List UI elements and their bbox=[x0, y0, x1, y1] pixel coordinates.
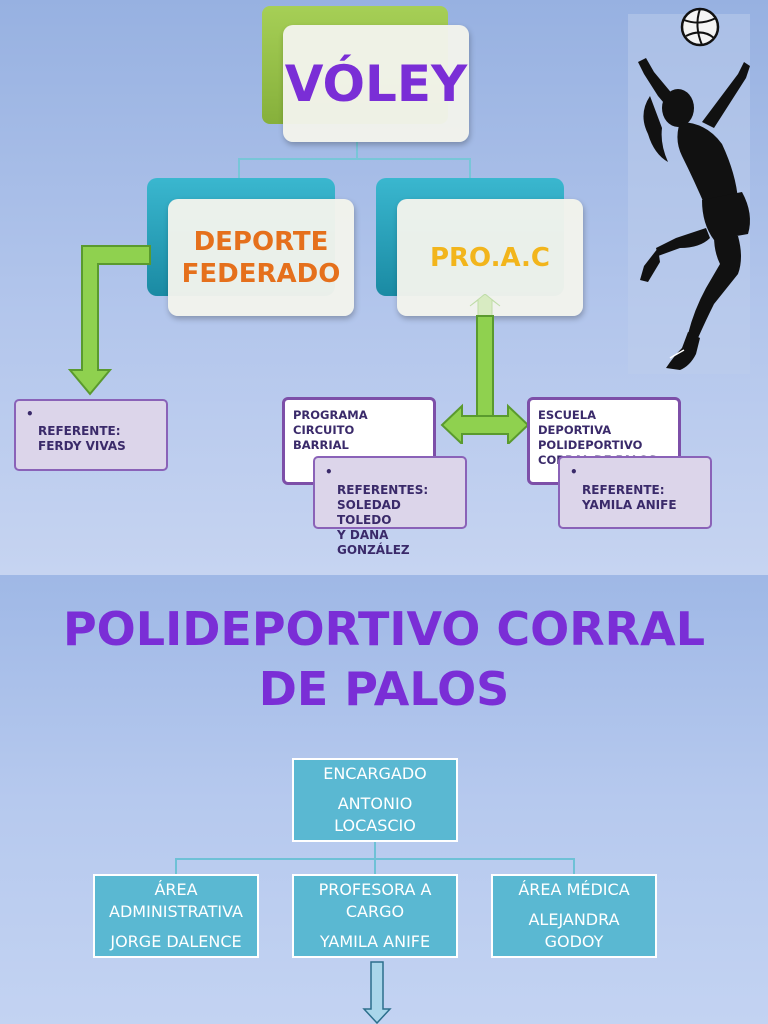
box-area-administrativa: ÁREA ADMINISTRATIVA JORGE DALENCE bbox=[93, 874, 259, 958]
connector-line bbox=[469, 158, 471, 180]
box-encargado: ENCARGADO ANTONIO LOCASCIO bbox=[292, 758, 458, 842]
connector-line bbox=[356, 140, 358, 160]
box-profesora-a-cargo: PROFESORA A CARGO YAMILA ANIFE bbox=[292, 874, 458, 958]
box-person: ALEJANDRA GODOY bbox=[528, 910, 620, 951]
connector-line bbox=[374, 841, 376, 859]
referent-box-left: • REFERENTE: FERDY VIVAS bbox=[14, 399, 168, 471]
referent-box-escuela: • REFERENTE: YAMILA ANIFE bbox=[558, 456, 712, 529]
bent-arrow-icon bbox=[67, 245, 151, 396]
connector-line bbox=[175, 858, 177, 875]
bullet-icon: • bbox=[325, 465, 333, 479]
referent-text: REFERENTE: YAMILA ANIFE bbox=[582, 483, 677, 512]
bullet-icon: • bbox=[26, 407, 34, 421]
branch-deporte-federado: DEPORTE FEDERADO bbox=[168, 199, 354, 316]
connector-line bbox=[573, 858, 575, 875]
connector-line bbox=[238, 158, 240, 180]
box-role: ÁREA ADMINISTRATIVA bbox=[109, 880, 243, 921]
bullet-icon: • bbox=[570, 465, 578, 479]
box-role: PROFESORA A CARGO bbox=[318, 880, 432, 921]
page-title: POLIDEPORTIVO CORRAL DE PALOS bbox=[62, 602, 706, 716]
referents-text: REFERENTES: SOLEDAD TOLEDO Y DANA GONZÁL… bbox=[337, 483, 429, 557]
box-role: ENCARGADO bbox=[323, 764, 427, 783]
branch-proac: PRO.A.C bbox=[397, 199, 583, 316]
slide-polideportivo: POLIDEPORTIVO CORRAL DE PALOS ENCARGADO … bbox=[0, 575, 768, 1024]
connector-line bbox=[374, 858, 376, 875]
referent-text: REFERENTE: FERDY VIVAS bbox=[38, 424, 126, 453]
connector-line bbox=[238, 158, 470, 160]
box-person: ANTONIO LOCASCIO bbox=[334, 794, 416, 835]
title-voley: VÓLEY bbox=[283, 25, 469, 142]
split-arrow-icon bbox=[440, 294, 530, 444]
box-person: YAMILA ANIFE bbox=[319, 932, 431, 951]
box-person: JORGE DALENCE bbox=[110, 932, 242, 951]
volleyball-player-icon bbox=[638, 7, 750, 370]
box-role: ÁREA MÉDICA bbox=[518, 880, 630, 899]
slide-voley-structure: VÓLEY DEPORTE FEDERADO PRO.A.C • REFERENT… bbox=[0, 0, 768, 575]
down-arrow-icon bbox=[362, 961, 392, 1024]
box-area-medica: ÁREA MÉDICA ALEJANDRA GODOY bbox=[491, 874, 657, 958]
referents-box-circuito: • REFERENTES: SOLEDAD TOLEDO Y DANA GONZÁ… bbox=[313, 456, 467, 557]
